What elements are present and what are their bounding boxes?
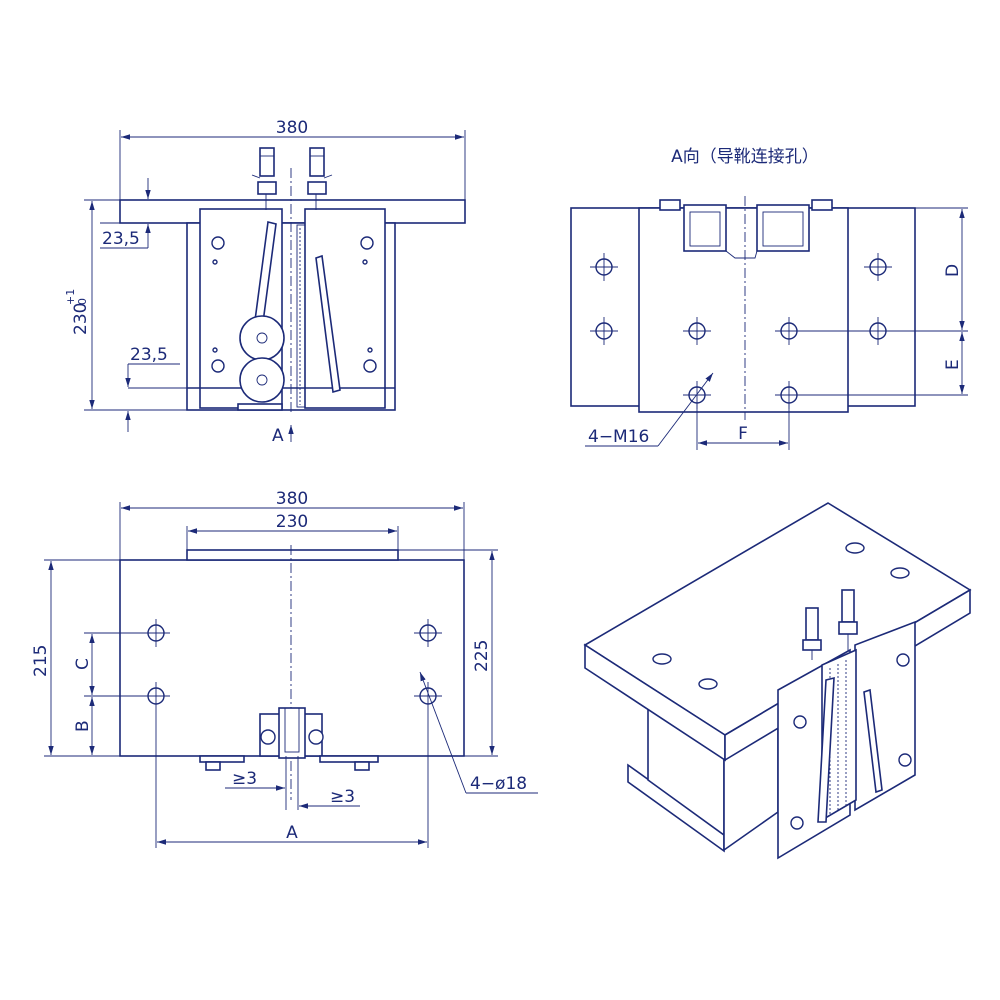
roller-lower	[239, 357, 285, 403]
top-inner-width-label: 230	[276, 512, 308, 532]
side-bracket-right	[756, 199, 833, 252]
dim-c-label: C	[73, 658, 93, 670]
spring-bolt-left	[251, 147, 277, 210]
dim-f-label: F	[738, 424, 748, 444]
right-block	[304, 208, 386, 409]
gap-left-label: ≥3	[232, 769, 257, 789]
front-view: 380 230 +1 0 23,5 23,5 A	[64, 118, 466, 446]
side-body	[638, 207, 849, 413]
front-height-tol-upper: +1	[64, 289, 77, 305]
front-hole	[363, 359, 377, 373]
bottom-pad	[237, 403, 283, 411]
bottom-offset-label: 23,5	[130, 345, 168, 365]
dim-a-label: A	[286, 823, 298, 843]
dim-b-label: B	[73, 720, 93, 732]
iso-spring-right	[838, 589, 858, 652]
hole-label: 4−ø18	[470, 774, 527, 794]
top-view-inner	[186, 549, 399, 561]
front-height-tol-lower: 0	[76, 298, 89, 305]
side-bracket-left	[659, 199, 727, 252]
spring-bolt-right	[307, 147, 333, 210]
front-hole	[211, 236, 225, 250]
dim-e-label: E	[943, 359, 963, 370]
view-arrow-label: A	[272, 426, 284, 446]
iso-side-plate-right	[854, 620, 916, 812]
roller-upper	[239, 315, 285, 361]
front-height-label: 230	[71, 303, 91, 335]
iso-spring-left	[802, 607, 822, 660]
isometric-view	[583, 502, 972, 860]
shoe-assembly	[199, 707, 379, 810]
gap-right-label: ≥3	[330, 787, 355, 807]
guide-rail	[296, 224, 306, 408]
front-hole	[360, 236, 374, 250]
top-depth-label: 215	[31, 645, 51, 677]
side-view-title: A向（导靴连接孔）	[671, 147, 819, 167]
top-offset-label: 23,5	[102, 229, 140, 249]
front-hole	[211, 359, 225, 373]
top-view: 380 230 215 C B 225 ≥3 ≥3 A	[31, 489, 538, 848]
top-width-label: 380	[276, 489, 308, 509]
top-right-depth-label: 225	[472, 640, 492, 672]
side-view: A向（导靴连接孔）	[570, 147, 968, 450]
thread-label: 4−M16	[588, 427, 649, 447]
front-width-label: 380	[276, 118, 308, 138]
lever-arm-right	[315, 254, 341, 394]
top-plate	[119, 199, 466, 224]
dim-d-label: D	[943, 264, 963, 277]
